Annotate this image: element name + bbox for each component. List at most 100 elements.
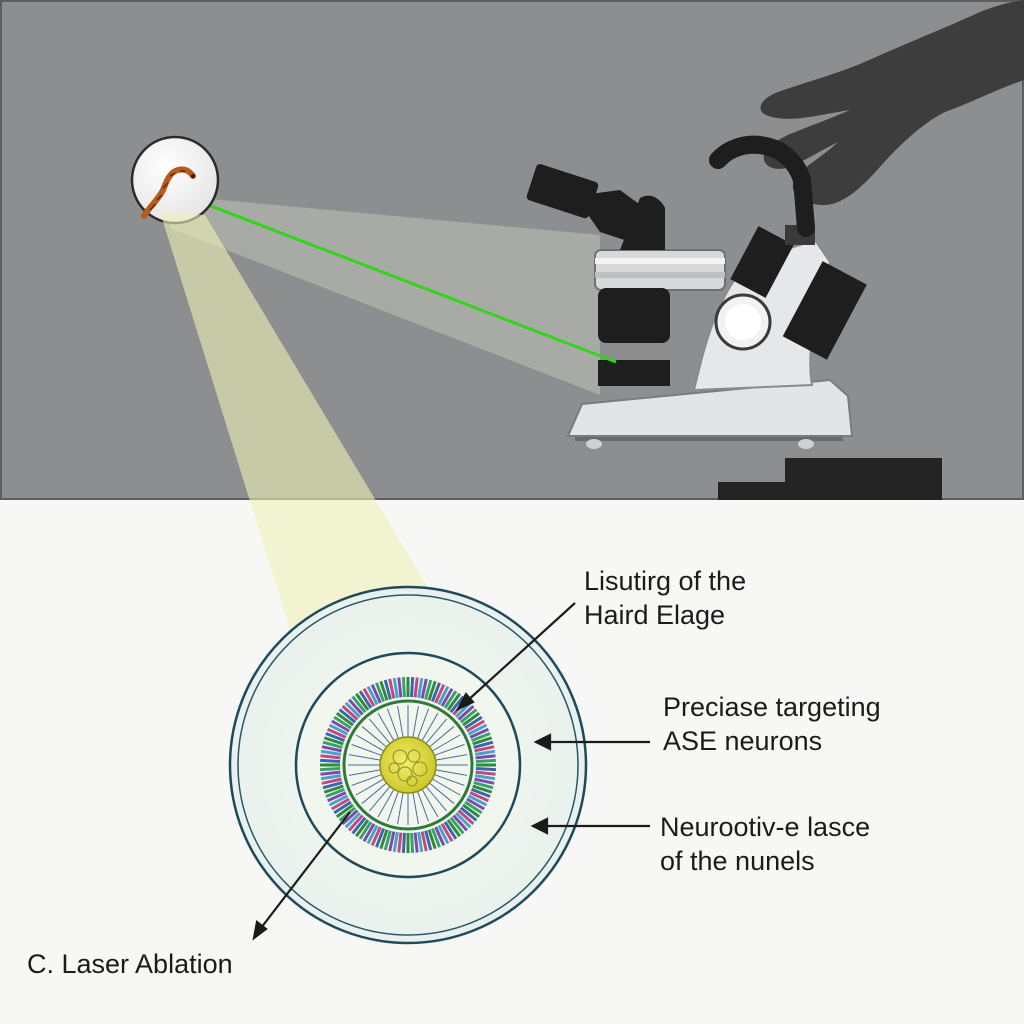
neuron-bristle [323,736,344,746]
callout-lower-line1: Neurootiv-e lasce [660,812,871,842]
neuron-bristle [344,812,361,829]
neuron-bristle [351,695,367,714]
neuron-bristle [473,740,494,749]
neuron-bristle [320,749,342,756]
callout-middle-label: Preciase targeting ASE neurons [663,690,881,758]
callout-bottom-label: C. Laser Ablation [27,947,233,981]
neuron-spoke [435,769,468,776]
neuron-bristle [325,732,346,743]
neuron-bristle [462,803,481,818]
neuron-spoke [369,786,391,812]
neuron-bristle [325,787,346,798]
neuron-bristle [427,680,437,701]
neuron-bristle [358,690,373,709]
neuron-bristle [366,824,379,845]
neuron-bristle [469,791,490,803]
bench-block [718,458,942,500]
microscope-icon [526,135,867,449]
neuron-bristle [462,712,481,727]
neuron-bristle [335,712,354,727]
neuron-bristle [467,794,488,807]
neuron-spoke [377,712,395,742]
neuron-spoke [412,705,419,738]
neuron-spoke [355,734,385,752]
neuron-bristle [366,685,379,706]
neuron-bristle [459,806,478,822]
neuron-bristle [474,749,496,756]
neuron-bristle [417,831,424,853]
neuron-bristle [370,683,382,704]
neuron-bristle [392,677,399,699]
neuron-bristle [401,832,406,853]
neuron-bristle [470,732,491,743]
neuron-bristle [320,758,341,763]
neuron-bristle [437,824,450,845]
neuron-bristle [410,677,415,698]
neuron-bristle [474,745,495,753]
neuron-bristle [321,745,342,753]
neuron-bristle [348,698,364,716]
neuron-core [379,736,437,794]
neuron-bristle [392,831,399,853]
neuron-bristle [322,781,343,790]
neuron-bristle [326,791,347,803]
neuron-spoke [361,782,387,804]
neuron-bristle [397,832,403,853]
neuron-bristle [375,682,386,703]
neuron-spoke [377,788,395,818]
neuron-bristle [383,679,392,700]
neuron-bristle [437,685,450,706]
neuron-bristle [388,678,396,699]
neuron-bristle [362,823,376,842]
neuron-bristle [335,803,354,818]
hand-icon [760,0,1024,206]
neuron-spoke [348,754,381,761]
neuron-bristle [379,829,389,850]
neuron-bristle [413,832,419,853]
neuron-spoke [355,778,385,796]
neuron-bristle [430,682,441,703]
neuron-bristle [321,777,342,785]
neuron-bristle [344,701,361,718]
neuron-bristle [434,826,446,847]
neuron-bristle [424,830,433,851]
neuron-spoke [351,774,382,786]
neuron-bristle [375,827,386,848]
neuron-bristle [322,740,343,749]
neuron-bristle [459,708,478,724]
neuron-bristle [467,723,488,736]
neuron-bristle [328,794,349,807]
neuron-bristle [333,800,352,815]
neuron-bristle [331,797,350,811]
neuron-bristle [320,754,341,760]
neuron-bristle [472,736,493,746]
neuron-spoke [435,754,468,761]
neuron-bristle [475,758,496,763]
neuron-bristle [338,708,357,724]
neuron-bristle [472,784,493,794]
neuron-bristle [355,692,370,711]
neuron-bristle [323,784,344,794]
neuron-bristle [397,677,403,698]
laser-beam [202,201,617,364]
neuron-bristle [379,680,389,701]
neuron-bristle [341,809,359,825]
neuron-bristle [320,774,342,781]
neuron-bristle [440,688,454,707]
neuron-bristle [475,767,496,772]
neuron-bristle [328,723,349,736]
neuron-spoke [348,769,381,776]
neuron-spoke [434,774,465,786]
neuron-spoke [417,708,429,739]
neuron-bristle [446,692,461,711]
callout-lower-label: Neurootiv-e lasce of the nunels [660,810,870,878]
callout-lower-line2: of the nunels [660,846,815,876]
callout-bottom-text: C. Laser Ablation [27,949,233,979]
neuron-bristle [464,715,483,730]
neuron-bristle [457,705,475,721]
neuron-bristle [420,831,428,852]
neuron-bristle [434,683,446,704]
neuron-spoke [417,791,429,822]
neuron-spoke [425,786,447,812]
neuron-bristle [331,719,350,733]
